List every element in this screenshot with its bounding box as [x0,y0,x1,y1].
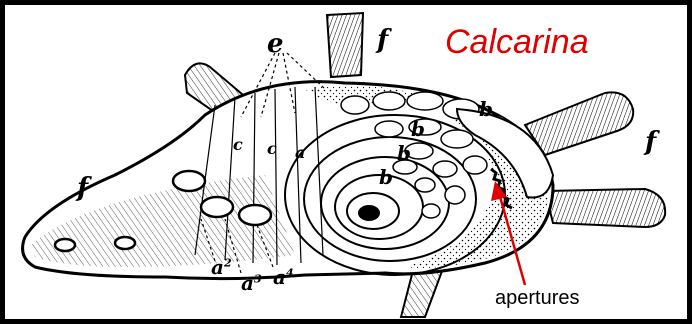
label-b-4: b [379,165,393,189]
label-e: e [267,29,284,59]
label-a3: a3 [241,271,262,295]
label-a4: a4 [273,265,294,289]
label-a2: a2 [211,255,232,279]
label-f-top: f [377,25,388,55]
label-b-2: b [411,117,425,141]
figure-title: Calcarina [445,23,589,62]
label-c-2: c [267,139,277,158]
spine-top [327,13,363,77]
spine-upper-right [525,92,633,155]
spine-lower-right [545,189,665,227]
label-b-3: b [397,141,411,165]
label-f-right: f [645,127,656,157]
figure-panel: Calcarina apertures f f f e b b b b c c … [4,4,688,320]
label-f-left: f [77,173,88,203]
label-a: a [295,143,305,162]
label-c-1: c [233,135,243,154]
apertures-caption: apertures [495,287,580,310]
label-b-1: b [479,97,493,121]
